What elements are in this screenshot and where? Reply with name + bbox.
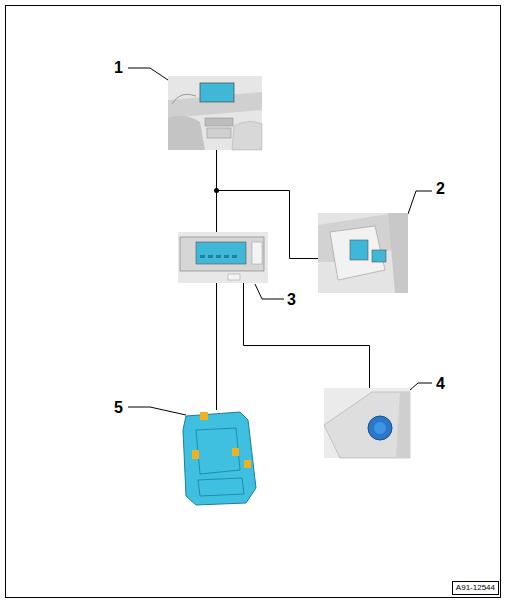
callout-number: 1: [114, 59, 123, 77]
component-picture: 2: [318, 213, 408, 293]
control-unit-picture: [183, 412, 256, 505]
figure-number: A91-12544: [452, 581, 499, 595]
callout-number: 4: [436, 375, 445, 393]
callout-number: 3: [287, 291, 296, 309]
bus-line: [244, 283, 370, 388]
component-picture: 3: [178, 232, 268, 283]
bus-line: [216, 283, 217, 410]
door-speaker-picture: [324, 388, 410, 458]
leader-lines: [128, 68, 432, 415]
dashboard-picture: [168, 76, 262, 150]
console-picture: [318, 213, 408, 293]
component-picture: 5: [183, 410, 256, 505]
callout-number: 2: [436, 180, 445, 198]
frame: [6, 6, 501, 598]
callout-number: 5: [114, 399, 123, 417]
component-picture: 1: [168, 76, 262, 150]
radio-unit-picture: [178, 232, 268, 283]
bus-line: [217, 150, 319, 259]
component-picture: 4: [324, 388, 410, 458]
